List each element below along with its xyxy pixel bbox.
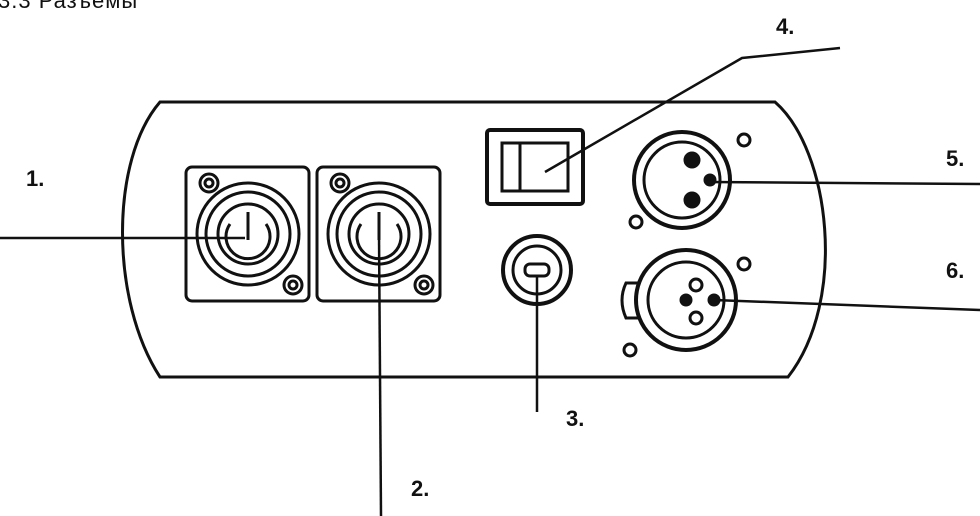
callout-label-2: 2. [411,476,430,501]
power-switch [485,128,585,206]
callout-label-5: 5. [946,146,965,171]
callout-label-6: 6. [946,258,965,283]
xlr-connector-upper [628,130,752,230]
xlr-connector-lower [620,248,752,358]
callout-label-4: 4. [776,14,795,39]
callout-leader-lines [0,46,980,516]
leader-line-5 [707,180,980,186]
leader-line-2 [377,233,383,516]
callout-label-3: 3. [566,406,585,431]
rear-panel-outline [121,100,827,379]
leader-line-6 [713,298,980,312]
callout-label-1: 1. [26,166,45,191]
powercon-in-connector [184,165,311,303]
leader-line-4 [544,46,841,174]
section-header: 3.3 Разъемы [0,0,139,13]
